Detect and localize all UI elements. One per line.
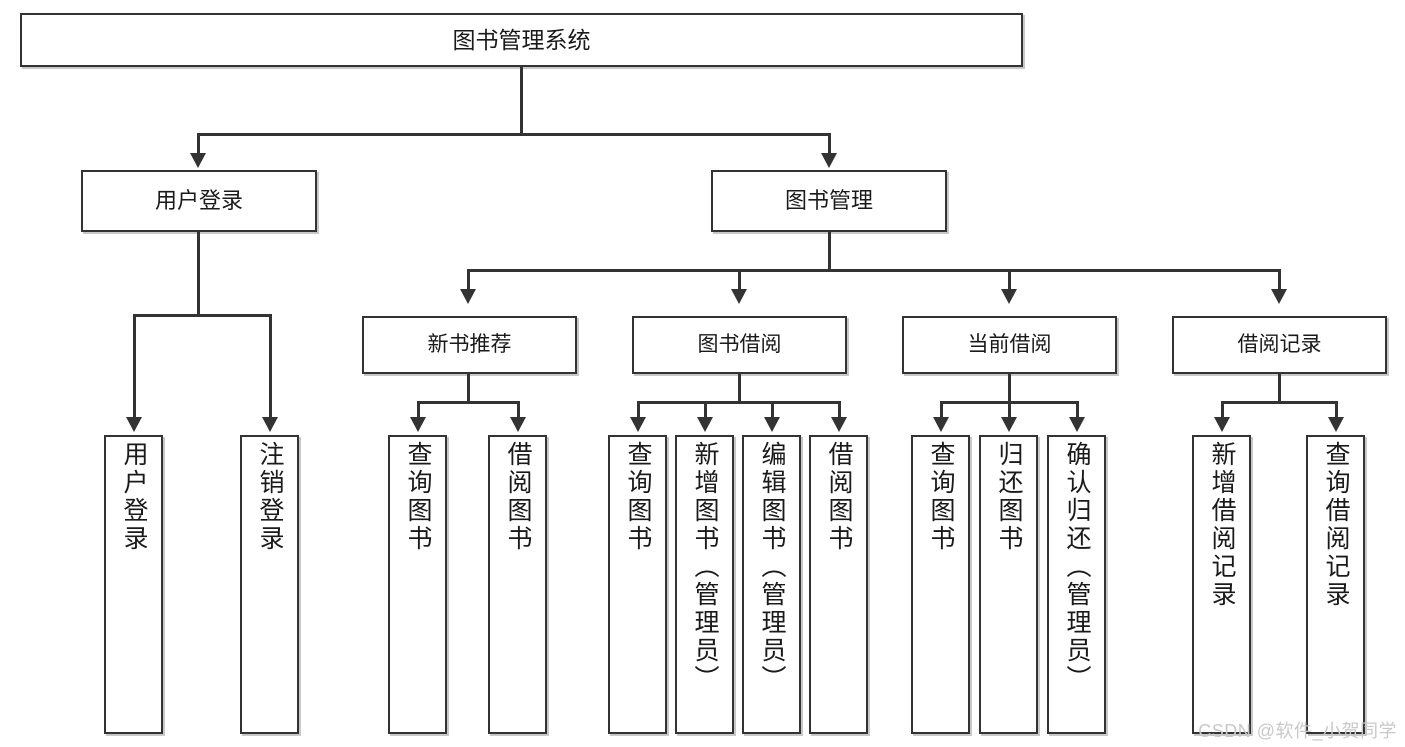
node-leaf-query-book-borrow[interactable]: 查询图书	[608, 435, 667, 734]
edge-book-mgmt-child-2	[738, 269, 741, 291]
node-leaf-borrow-book-new[interactable]: 借阅图书	[488, 435, 547, 734]
edge-book-borrow-child-4	[838, 401, 841, 419]
node-label: 新增借阅记录	[1208, 441, 1236, 609]
node-label: 新增图书（管理员）	[691, 441, 719, 693]
node-label: 归还图书	[995, 441, 1023, 553]
edge-book-mgmt-child-4	[1278, 269, 1281, 291]
node-label: 当前借阅	[967, 332, 1052, 356]
node-label: 查询图书	[624, 441, 652, 553]
node-leaf-confirm-return-admin[interactable]: 确认归还（管理员）	[1047, 435, 1106, 734]
edge-root-to-user-login	[197, 133, 200, 155]
node-label: 确认归还（管理员）	[1063, 441, 1091, 693]
node-leaf-query-book-new[interactable]: 查询图书	[388, 435, 447, 734]
node-borrow-record[interactable]: 借阅记录	[1172, 316, 1387, 374]
edge-book-mgmt-child-3	[1008, 269, 1011, 291]
arrow-user-login-child-2	[262, 417, 278, 432]
edge-user-login-bus	[134, 314, 270, 317]
node-label: 借阅记录	[1237, 332, 1322, 356]
node-new-book-recommend[interactable]: 新书推荐	[362, 316, 577, 374]
node-leaf-add-borrow-record[interactable]: 新增借阅记录	[1192, 435, 1251, 734]
arrow-book-borrow-child-1	[630, 417, 646, 432]
arrow-book-mgmt-child-1	[460, 289, 476, 304]
edge-book-borrow-child-3	[771, 401, 774, 419]
edge-new-book-child-2	[517, 401, 520, 419]
arrow-to-user-login	[190, 153, 206, 168]
arrow-current-borrow-child-3	[1069, 417, 1085, 432]
edge-new-book-child-1	[417, 401, 420, 419]
edge-book-borrow-stem	[738, 374, 741, 403]
node-label: 借阅图书	[825, 441, 853, 553]
node-book-management[interactable]: 图书管理	[711, 170, 947, 232]
edge-current-borrow-child-3	[1076, 401, 1079, 419]
node-label: 图书管理系统	[452, 26, 591, 53]
arrow-book-mgmt-child-4	[1271, 289, 1287, 304]
node-label: 查询图书	[927, 441, 955, 553]
arrow-new-book-child-1	[410, 417, 426, 432]
node-book-borrow[interactable]: 图书借阅	[632, 316, 847, 374]
edge-borrow-record-child-1	[1221, 401, 1224, 419]
arrow-book-borrow-child-4	[831, 417, 847, 432]
edge-root-stem	[520, 67, 523, 134]
node-label: 用户登录	[120, 441, 148, 553]
arrow-book-mgmt-child-2	[731, 289, 747, 304]
node-label: 图书借阅	[697, 332, 782, 356]
node-leaf-return-book[interactable]: 归还图书	[979, 435, 1038, 734]
arrow-book-borrow-child-3	[764, 417, 780, 432]
arrow-book-mgmt-child-3	[1001, 289, 1017, 304]
edge-current-borrow-stem	[1008, 374, 1011, 403]
node-leaf-edit-book-admin[interactable]: 编辑图书（管理员）	[742, 435, 801, 734]
node-label: 编辑图书（管理员）	[758, 441, 786, 693]
node-current-borrow[interactable]: 当前借阅	[902, 316, 1117, 374]
edge-borrow-record-bus	[1222, 401, 1336, 404]
node-label: 图书管理	[784, 188, 873, 214]
node-label: 查询借阅记录	[1322, 441, 1350, 609]
node-leaf-add-book-admin[interactable]: 新增图书（管理员）	[675, 435, 734, 734]
edge-book-borrow-child-2	[704, 401, 707, 419]
node-leaf-borrow-book[interactable]: 借阅图书	[809, 435, 868, 734]
arrow-borrow-record-child-2	[1328, 417, 1344, 432]
edge-borrow-record-child-2	[1335, 401, 1338, 419]
node-leaf-user-login[interactable]: 用户登录	[104, 435, 163, 734]
edge-user-login-stem	[197, 232, 200, 316]
node-label: 查询图书	[404, 441, 432, 553]
edge-book-mgmt-bus	[468, 269, 1280, 272]
edge-book-mgmt-stem	[828, 232, 831, 271]
edge-new-book-stem	[467, 374, 470, 403]
node-user-login[interactable]: 用户登录	[81, 170, 317, 232]
edge-book-borrow-bus	[638, 401, 838, 404]
arrow-to-book-mgmt	[821, 153, 837, 168]
arrow-new-book-child-2	[510, 417, 526, 432]
arrow-current-borrow-child-1	[933, 417, 949, 432]
arrow-current-borrow-child-2	[1001, 417, 1017, 432]
edge-user-login-child-1	[133, 314, 136, 419]
arrow-borrow-record-child-1	[1214, 417, 1230, 432]
edge-current-borrow-child-1	[940, 401, 943, 419]
edge-root-bus	[198, 133, 831, 136]
node-leaf-logout[interactable]: 注销登录	[240, 435, 299, 734]
node-root-system[interactable]: 图书管理系统	[20, 13, 1023, 67]
node-leaf-query-borrow-record[interactable]: 查询借阅记录	[1306, 435, 1365, 734]
node-label: 用户登录	[154, 188, 243, 214]
node-label: 新书推荐	[427, 332, 512, 356]
edge-book-mgmt-child-1	[467, 269, 470, 291]
node-label: 注销登录	[256, 441, 284, 553]
edge-user-login-child-2	[269, 314, 272, 419]
arrow-book-borrow-child-2	[697, 417, 713, 432]
edge-new-book-bus	[418, 401, 518, 404]
arrow-user-login-child-1	[126, 417, 142, 432]
edge-root-to-book-mgmt	[828, 133, 831, 155]
node-label: 借阅图书	[504, 441, 532, 553]
edge-book-borrow-child-1	[637, 401, 640, 419]
node-leaf-query-book-current[interactable]: 查询图书	[911, 435, 970, 734]
edge-current-borrow-child-2	[1008, 401, 1011, 419]
edge-borrow-record-stem	[1278, 374, 1281, 403]
